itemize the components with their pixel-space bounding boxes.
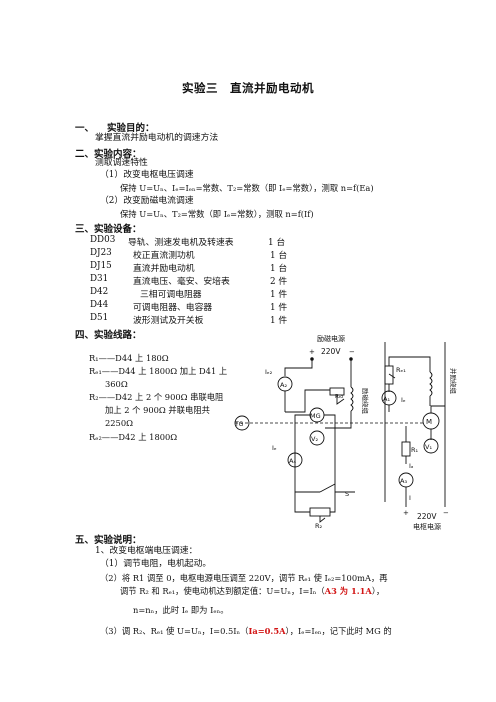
content-item-1: （1）改变电枢电压调速: [100, 170, 194, 180]
resistor-note: Rₑ₂——D42 上 1800Ω: [89, 432, 178, 442]
equipment-code: D42: [90, 287, 109, 297]
r2-label: R₂: [315, 522, 323, 530]
armature-source-voltage: 220V: [417, 512, 437, 521]
source-plus: +: [309, 348, 315, 356]
content-item-2-detail: 保持 U=Uₙ、T₂=常数（即 Iₑ=常数），测取 n=f(If): [120, 209, 314, 219]
resistor-note: R₂——D42 上 2 个 900Ω 串联电阻: [89, 392, 224, 402]
objective-text: 掌握直流并励电动机的调速方法: [95, 133, 219, 143]
equipment-qty: 2 件: [270, 277, 288, 287]
equipment-qty: 1 件: [270, 290, 288, 300]
equipment-name: 直流并励电动机: [133, 264, 195, 274]
excitation-source-label: 励磁电源: [317, 334, 345, 343]
generator-mg: MG: [310, 412, 321, 420]
instruction-text: （3）调 R₂、Rₑ₁ 使 U=Uₙ，I=0.5Iₙ（: [100, 626, 249, 636]
circuit-diagram: 励磁电源 + 220V − Iₑ₂ A₂ 励磁绕组 Rₑ₂ MG TG V₂ I…: [234, 334, 458, 531]
mg-field-winding-label: 励磁绕组: [361, 388, 370, 415]
equipment-qty: 1 件: [270, 303, 288, 313]
highlight-a3-current: A3 为 1.1A: [324, 586, 372, 596]
ammeter-a3: A₃: [400, 477, 407, 485]
content-item-1-detail: 保持 U=Uₙ、Iₑ=Iₑₙ=常数、T₂=常数（即 Iₑ=常数），测取 n=f(…: [120, 183, 374, 193]
instruction-step-2-cont: 调节 R₂ 和 Rₑ₁，使电动机达到额定值：U=Uₙ，I=Iₙ（A3 为 1.1…: [120, 586, 384, 597]
content-item-2: （2）改变励磁电流调速: [100, 196, 194, 206]
section-4-heading: 四、实验线路：: [75, 330, 142, 341]
resistor-note: R₁——D44 上 180Ω: [89, 353, 169, 363]
page-title: 实验三 直流并励电动机: [182, 81, 314, 95]
tachogenerator-tg: TG: [234, 421, 244, 428]
section-3-heading: 三、实验设备：: [75, 224, 142, 235]
equipment-qty: 1 台: [270, 264, 288, 274]
if2-label: Iₑ₂: [265, 368, 273, 376]
equipment-qty: 1 台: [270, 251, 288, 261]
equipment-name: 直流电压、毫安、安培表: [133, 277, 230, 287]
if-label: Iₑ: [272, 444, 277, 452]
equipment-code: D44: [90, 300, 109, 310]
resistor-note: 加上 2 个 900Ω 并联电阻共: [105, 405, 210, 415]
rf2-label: Rₑ₂: [335, 394, 343, 400]
ammeter-a1: A₁: [383, 395, 390, 403]
equipment-qty: 1 台: [268, 238, 286, 248]
equipment-name: 可调电阻器、电容器: [133, 303, 213, 313]
ia-label: Iₐ: [409, 462, 414, 470]
instruction-1: 1、改变电枢端电压调速：: [95, 546, 198, 556]
ammeter-a4: A₄: [289, 457, 296, 465]
section-1-heading: 实验目的：: [107, 123, 155, 134]
equipment-code: DD03: [90, 235, 116, 245]
section-1-number: 一、: [75, 123, 95, 134]
armature-minus: −: [443, 509, 449, 517]
equipment-code: DJ23: [90, 248, 112, 258]
equipment-name: 校正直流测功机: [133, 251, 195, 261]
content-intro: 测取调速特性: [95, 158, 148, 168]
motor-m: M: [426, 418, 432, 426]
equipment-code: D51: [90, 313, 109, 323]
resistor-note: 2250Ω: [105, 418, 133, 428]
if1-label: Iₑ: [401, 396, 406, 404]
r1-label: R₁: [411, 446, 419, 454]
instruction-step-2-end: n=nₙ，此时 Iₑ 即为 Iₑₙ。: [133, 605, 229, 615]
armature-plus: +: [403, 509, 409, 517]
equipment-code: D31: [90, 274, 109, 284]
i-label: I: [409, 494, 411, 502]
equipment-name: 三相可调电阻器: [140, 290, 202, 300]
ammeter-a2: A₂: [280, 381, 287, 389]
instruction-text: 调节 R₂ 和 Rₑ₁，使电动机达到额定值：U=Uₙ，I=Iₙ（: [120, 586, 325, 596]
instruction-text: ），: [371, 586, 385, 596]
instruction-step-3: （3）调 R₂、Rₑ₁ 使 U=Uₙ，I=0.5Iₙ（Ia=0.5A），Iₑ=I…: [100, 626, 392, 637]
equipment-name: 波形测试及开关板: [133, 316, 204, 326]
rf1-label: Rₑ₁: [396, 366, 406, 374]
shunt-field-winding-label: 并励绕组: [449, 368, 458, 395]
armature-source-label: 电枢电源: [413, 522, 441, 531]
resistor-note: 360Ω: [105, 379, 128, 389]
highlight-ia-current: Ia=0.5A: [248, 626, 286, 636]
excitation-source-voltage: 220V: [321, 347, 341, 356]
equipment-qty: 1 件: [270, 316, 288, 326]
source-minus: −: [349, 348, 355, 356]
instruction-step-1: （1）调节电阻，电机起动。: [100, 559, 212, 569]
equipment-name: 导轨、测速发电机及转速表: [128, 238, 234, 248]
voltmeter-v2: V₂: [311, 435, 318, 443]
section-2-heading: 二、实验内容：: [75, 149, 142, 160]
resistor-note: Rₑ₁——D44 上 1800Ω 加上 D41 上: [89, 366, 228, 376]
equipment-code: DJ15: [90, 261, 112, 271]
instruction-text: ），Iₑ=Iₑₙ，记下此时 MG 的: [285, 626, 392, 636]
switch-s: S: [345, 490, 349, 498]
instruction-step-2: （2）将 R1 调至 0，电枢电源电压调至 220V，调节 Rₑ₁ 使 Iₑ₂=…: [100, 573, 388, 583]
voltmeter-v1: V₁: [425, 443, 432, 451]
equipment-list: DD03 导轨、测速发电机及转速表 1 台 DJ23 校正直流测功机 1 台 D…: [0, 235, 496, 331]
section-5-heading: 五、实验说明：: [75, 535, 142, 546]
